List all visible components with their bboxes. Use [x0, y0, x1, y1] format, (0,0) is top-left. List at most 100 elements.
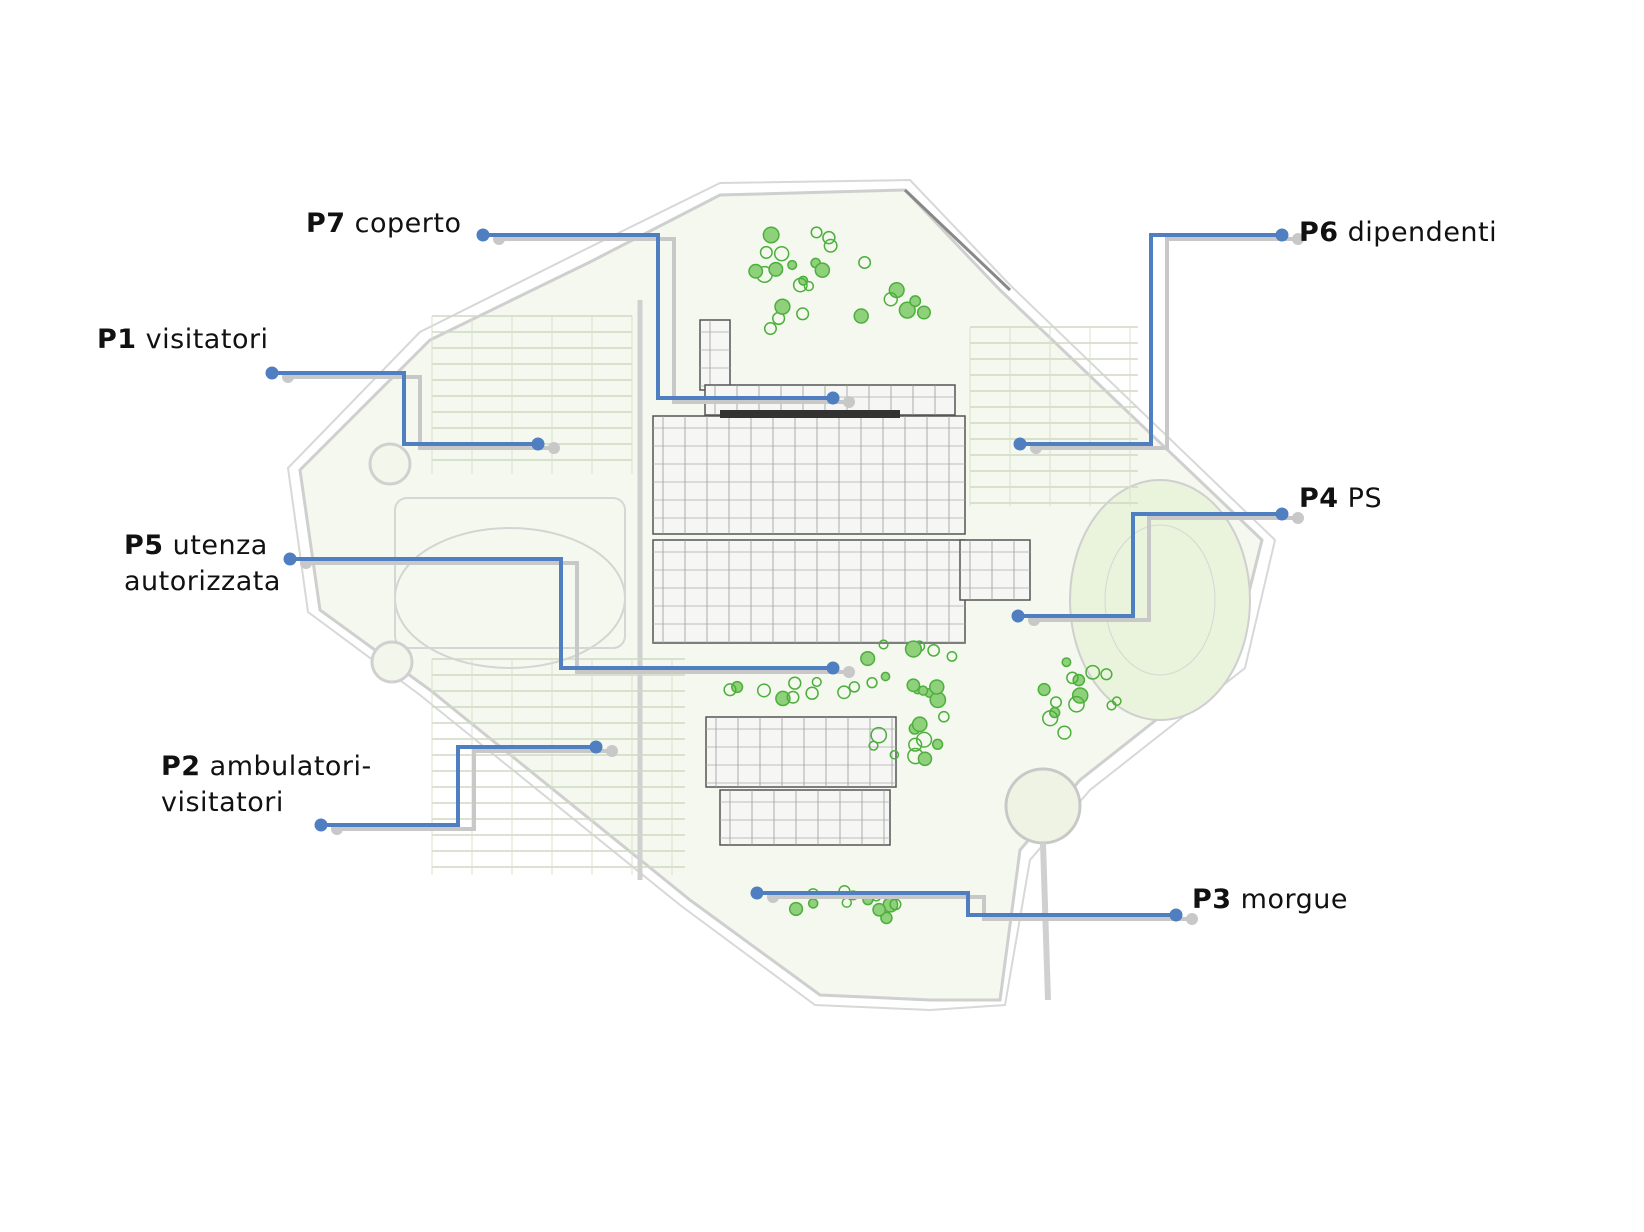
label-p2: P2 ambulatori-visitatori — [161, 751, 372, 818]
leader-shadow-p2 — [337, 749, 612, 831]
tree — [814, 262, 831, 278]
leader-shadow-p1 — [288, 375, 554, 450]
covered-parking-roof — [720, 410, 900, 418]
tree — [909, 295, 922, 308]
leader-shadow-p4 — [1034, 516, 1298, 622]
leader-shadow-dot — [548, 442, 560, 454]
tree — [870, 726, 888, 744]
leader-dot-p4 — [1275, 507, 1289, 521]
leader-shadow-p6 — [1036, 237, 1298, 450]
label-p1: P1 visitatori — [97, 324, 269, 355]
tree — [917, 685, 929, 696]
label-p3: P3 morgue — [1192, 884, 1348, 915]
tree — [807, 898, 819, 909]
leader-shadow-dot — [1292, 512, 1304, 524]
tree — [858, 255, 872, 269]
leader-lines — [265, 228, 1304, 925]
tree — [1085, 664, 1101, 680]
tree — [880, 911, 893, 925]
leader-dot-p6 — [1275, 228, 1289, 242]
tree — [773, 245, 790, 262]
tree — [946, 650, 958, 662]
tree — [889, 749, 900, 760]
roundabout-west-north — [368, 442, 412, 486]
building-block — [652, 539, 966, 644]
label-p4: P4 PS — [1299, 483, 1383, 514]
tree — [1106, 700, 1117, 711]
leader-line-p1 — [272, 371, 538, 446]
hospital-site-map — [286, 178, 1277, 1012]
tree — [730, 680, 744, 694]
tree — [848, 681, 861, 693]
leader-shadow-dot — [1292, 233, 1304, 245]
tree — [866, 677, 878, 689]
tree — [860, 650, 876, 667]
tree — [1057, 725, 1072, 740]
tree — [823, 238, 838, 253]
tree — [1068, 695, 1085, 713]
leader-dot-p7 — [476, 228, 490, 242]
east-green-mound — [1069, 479, 1251, 721]
leader-shadow-p5 — [306, 561, 849, 674]
leader-line-p4 — [1018, 512, 1282, 618]
tree — [787, 259, 798, 271]
tree — [1037, 682, 1051, 697]
leader-shadow-p3 — [773, 895, 1192, 921]
label-p7: P7 coperto — [306, 208, 462, 239]
central-lawn-frame — [394, 497, 626, 649]
tree — [908, 737, 923, 752]
leader-line-p5 — [290, 557, 833, 670]
tree — [1100, 668, 1113, 681]
tree — [911, 716, 928, 733]
building-block — [652, 415, 966, 535]
tree — [810, 226, 823, 239]
tree — [898, 301, 916, 319]
tree — [1072, 673, 1086, 687]
roundabout-west-south — [370, 640, 414, 684]
leader-line-p7 — [483, 233, 833, 400]
tree — [880, 671, 891, 682]
tree — [723, 683, 737, 697]
tree — [938, 710, 950, 723]
tree — [883, 292, 898, 307]
tree — [906, 678, 921, 693]
tree — [872, 902, 886, 917]
tree — [916, 305, 931, 320]
tree — [792, 277, 808, 293]
tree — [748, 263, 764, 279]
tree — [788, 901, 804, 917]
tree — [1061, 657, 1072, 668]
tree — [788, 676, 802, 690]
leader-dot-p6 — [1013, 437, 1027, 451]
rail-line — [903, 188, 1012, 292]
building-block — [719, 789, 891, 846]
building-block — [699, 319, 731, 391]
hospital-buildings — [652, 319, 1031, 846]
tree — [759, 245, 773, 259]
tree — [803, 280, 815, 292]
tree — [904, 640, 923, 658]
leader-dot-p5 — [826, 661, 840, 675]
tree — [917, 751, 933, 767]
leader-line-p3 — [757, 891, 1176, 917]
leader-dot-p3 — [750, 886, 764, 900]
tree — [786, 690, 800, 704]
tree — [756, 683, 772, 698]
leader-dot-p3 — [1169, 908, 1183, 922]
leader-dot-p2 — [589, 740, 603, 754]
mound-contour — [1104, 524, 1216, 676]
tree — [762, 226, 780, 244]
tree — [853, 308, 869, 324]
tree — [878, 639, 889, 650]
tree — [763, 322, 777, 336]
tree — [1066, 671, 1079, 685]
leader-dot-p5 — [283, 552, 297, 566]
building-block — [705, 716, 897, 788]
leader-dot-p2 — [314, 818, 328, 832]
tree — [1071, 687, 1089, 704]
tree — [868, 740, 879, 751]
tree — [811, 676, 822, 688]
leader-shadow-p7 — [499, 237, 849, 404]
